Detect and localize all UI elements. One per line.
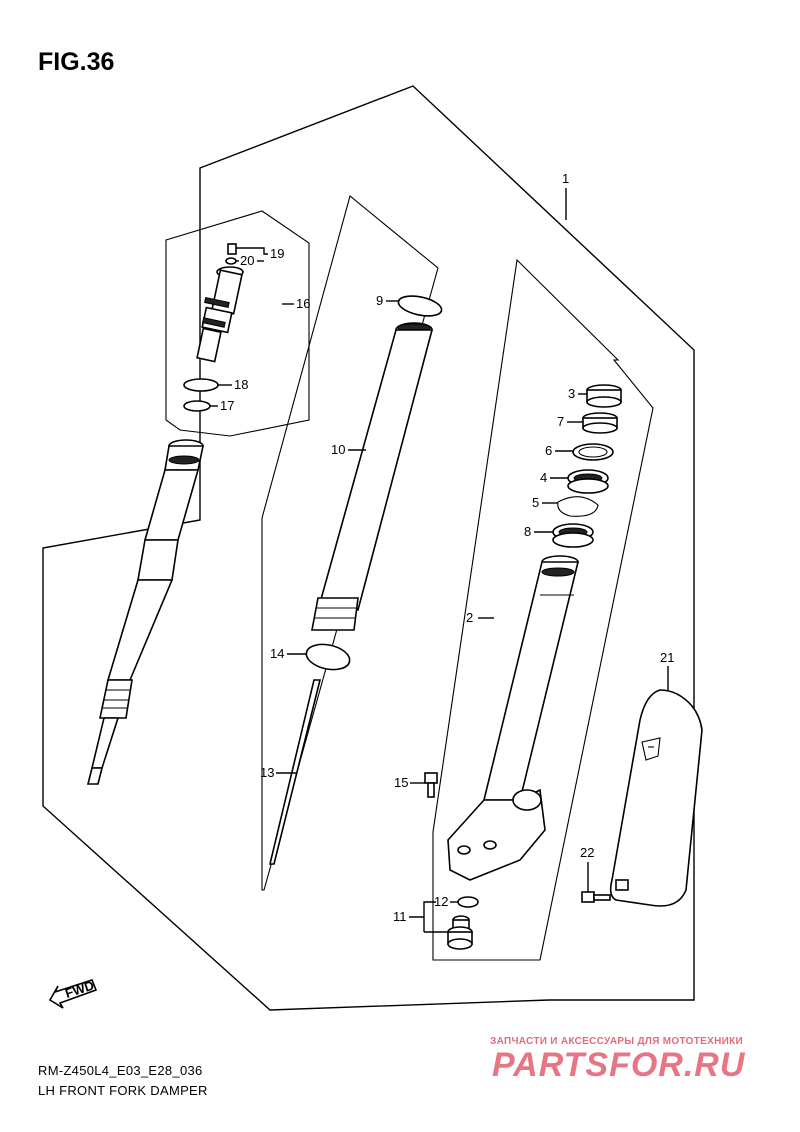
washer-20 <box>225 257 237 265</box>
callouts: 1 2 3 7 6 4 5 8 9 10 11 12 <box>210 171 674 933</box>
o-ring-17 <box>183 400 211 412</box>
callout-1: 1 <box>562 171 569 186</box>
callout-21: 21 <box>660 650 674 665</box>
callout-20: 20 <box>240 253 254 268</box>
diagram-code: RM-Z450L4_E03_E28_036 <box>38 1063 203 1078</box>
damper-cylinder-assembly <box>86 439 204 785</box>
callout-18: 18 <box>234 377 248 392</box>
cartridge-seal-dark-2 <box>204 296 230 309</box>
callout-10: 10 <box>331 442 345 457</box>
cartridge-seal-dark <box>202 317 226 328</box>
rod-13 <box>268 679 322 865</box>
callout-16: 16 <box>296 296 310 311</box>
stopper-ring-5 <box>557 496 599 517</box>
callout-13: 13 <box>260 765 274 780</box>
callout-15: 15 <box>394 775 408 790</box>
callout-9: 9 <box>376 293 383 308</box>
diagram-caption: LH FRONT FORK DAMPER <box>38 1083 208 1098</box>
damper-cartridge-group-outline <box>165 210 310 437</box>
figure-title: FIG.36 <box>38 48 115 76</box>
fwd-label: FWD <box>63 978 96 1001</box>
callout-4: 4 <box>540 470 547 485</box>
fork-guard-21 <box>609 689 703 907</box>
bolt-22 <box>581 891 595 903</box>
callout-19: 19 <box>270 246 284 261</box>
callout-2: 2 <box>466 610 473 625</box>
callout-6: 6 <box>545 443 552 458</box>
ring-9 <box>397 295 443 317</box>
callout-22: 22 <box>580 845 594 860</box>
callout-14: 14 <box>270 646 284 661</box>
cartridge-rod <box>196 327 222 363</box>
inner-tube-assembly <box>268 295 443 865</box>
callout-8: 8 <box>524 524 531 539</box>
o-ring-12 <box>457 896 479 908</box>
watermark-tagline: ЗАПЧАСТИ И АКСЕССУАРЫ ДЛЯ МОТОТЕХНИКИ <box>490 1036 743 1047</box>
assembly-outline <box>42 85 695 1011</box>
outer-tube-assembly <box>424 384 622 950</box>
fork-guard-assembly <box>581 689 703 907</box>
damper-cartridge-assembly <box>183 243 244 412</box>
inner-tube-10 <box>316 329 434 611</box>
air-bleed-bolt-15 <box>424 772 438 784</box>
inner-tube-dust-seal <box>311 597 359 631</box>
bolt-19 <box>227 243 237 255</box>
outer-tube-group-outline <box>432 258 654 961</box>
o-ring-14 <box>305 643 351 671</box>
outer-tube-2 <box>482 561 580 801</box>
callout-12: 12 <box>434 894 448 909</box>
callout-7: 7 <box>557 414 564 429</box>
o-ring-18 <box>183 378 219 392</box>
callout-17: 17 <box>220 398 234 413</box>
fwd-arrow-icon: FWD <box>48 978 98 1009</box>
callout-5: 5 <box>532 495 539 510</box>
callout-11: 11 <box>393 909 407 924</box>
watermark-logo: PARTSFOR.RU <box>492 1046 746 1084</box>
callout-3: 3 <box>568 386 575 401</box>
